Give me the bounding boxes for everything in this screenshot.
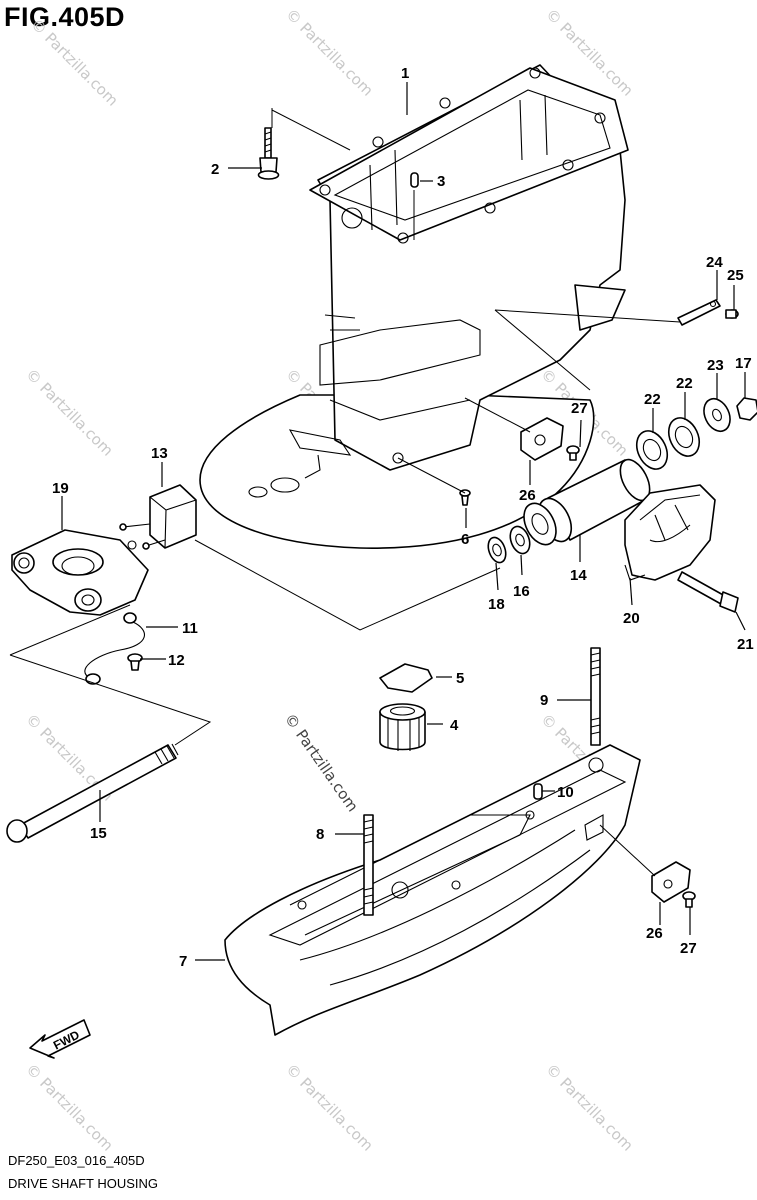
part-23-washer — [703, 397, 731, 433]
part-21-bolt — [677, 571, 739, 613]
part-12-bolt — [127, 653, 143, 671]
callout-1: 1 — [401, 65, 409, 82]
part-4-bushing — [379, 703, 426, 751]
callout-26-lower: 26 — [646, 925, 663, 942]
part-14-mount-rubber — [523, 458, 651, 546]
center-watermark: © Partzilla.com — [281, 710, 362, 815]
relation-lines — [9, 108, 681, 877]
callout-leaders — [61, 82, 746, 961]
watermark: © Partzilla.com — [22, 365, 117, 460]
callout-10: 10 — [557, 784, 574, 801]
part-10-dowel — [533, 783, 543, 800]
part-20-clamp — [624, 484, 716, 581]
callout-15: 15 — [90, 825, 107, 842]
part-26-anode-lower — [651, 861, 691, 903]
watermark: © Partzilla.com — [542, 1060, 637, 1155]
callout-23: 23 — [707, 357, 724, 374]
part-17-nut — [736, 397, 757, 421]
callout-12: 12 — [168, 652, 185, 669]
part-9-stud — [590, 647, 601, 746]
part-3-dowel-pin — [410, 172, 419, 188]
part-22-washer-a — [635, 430, 669, 470]
callout-21: 21 — [737, 636, 754, 653]
watermark: © Partzilla.com — [282, 1060, 377, 1155]
part-11-ground-wire — [84, 612, 145, 685]
figure-title: FIG.405D — [4, 2, 126, 32]
part-26-anode-upper — [520, 417, 564, 461]
callout-27-lower: 27 — [680, 940, 697, 957]
callout-25: 25 — [727, 267, 744, 284]
callout-27-upper: 27 — [571, 400, 588, 417]
callout-17: 17 — [735, 355, 752, 372]
callout-4: 4 — [450, 717, 459, 734]
part-5-clip — [379, 663, 433, 693]
watermark: © Partzilla.com — [22, 1060, 117, 1155]
watermark: © Partzilla.com — [282, 5, 377, 100]
callout-16: 16 — [513, 583, 530, 600]
callout-13: 13 — [151, 445, 168, 462]
callout-24: 24 — [706, 254, 723, 271]
callout-22-b: 22 — [676, 375, 693, 392]
part-24-plate — [677, 299, 721, 326]
callout-22-a: 22 — [644, 391, 661, 408]
part-13-grommet — [119, 484, 197, 550]
part-25-bolt — [725, 309, 739, 319]
part-7-lower-housing — [224, 744, 641, 1036]
diagram-code: DF250_E03_016_405D — [8, 1153, 145, 1168]
part-19-mount-bracket — [11, 529, 149, 616]
callout-14: 14 — [570, 567, 587, 584]
fwd-arrow-icon: FWD — [29, 1019, 91, 1059]
part-15-long-bolt — [6, 743, 179, 843]
callout-3: 3 — [437, 173, 445, 190]
callout-6: 6 — [461, 531, 469, 548]
part-2-bolt — [257, 127, 280, 180]
callout-20: 20 — [623, 610, 640, 627]
callout-26-upper: 26 — [519, 487, 536, 504]
part-6-screw — [459, 489, 471, 506]
callout-18: 18 — [488, 596, 505, 613]
callout-numbers: 1 2 3 6 13 19 11 12 15 5 4 9 10 8 7 18 1… — [52, 65, 754, 970]
callout-8: 8 — [316, 826, 324, 843]
callout-11: 11 — [182, 620, 198, 637]
part-22-washer-b — [667, 417, 701, 457]
callout-7: 7 — [179, 953, 187, 970]
part-27-bolt-upper — [566, 445, 580, 461]
diagram-caption: DRIVE SHAFT HOUSING — [8, 1176, 159, 1191]
part-1-drive-shaft-housing — [199, 64, 629, 549]
watermark: © Partzilla.com — [27, 15, 122, 110]
part-18-washer — [487, 536, 507, 564]
callout-19: 19 — [52, 480, 69, 497]
part-16-washer — [509, 525, 531, 555]
callout-5: 5 — [456, 670, 464, 687]
callout-9: 9 — [540, 692, 548, 709]
part-27-bolt-lower — [682, 891, 696, 908]
part-8-stud — [363, 814, 374, 916]
callout-2: 2 — [211, 161, 219, 178]
